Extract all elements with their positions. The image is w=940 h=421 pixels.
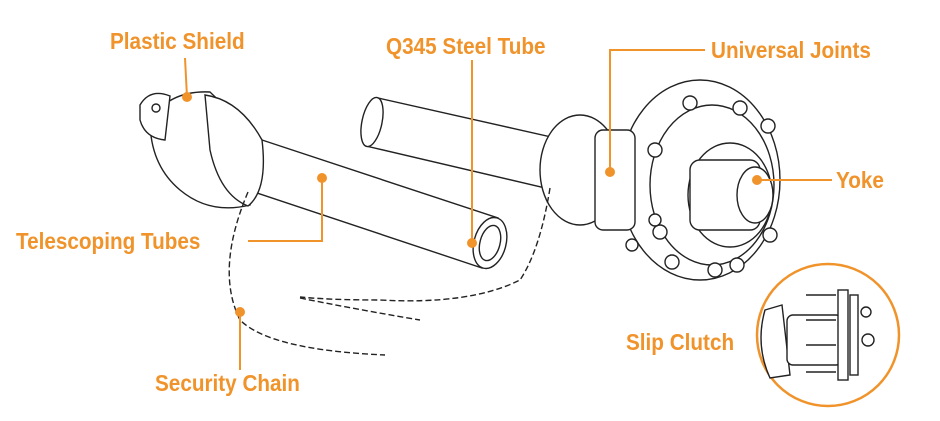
- plastic-shield: [139, 91, 265, 209]
- label-universal-joints: Universal Joints: [711, 37, 871, 63]
- label-yoke: Yoke: [836, 167, 884, 193]
- security-chain-left: [228, 191, 421, 356]
- label-plastic-shield: Plastic Shield: [110, 28, 245, 54]
- label-slip-clutch: Slip Clutch: [626, 329, 735, 355]
- slip-clutch-inset: [755, 262, 901, 408]
- label-security-chain: Security Chain: [155, 370, 300, 396]
- universal-joint-assembly: [539, 79, 781, 281]
- label-telescoping-tubes: Telescoping Tubes: [16, 228, 201, 254]
- label-steel-tube: Q345 Steel Tube: [386, 33, 546, 59]
- security-chain-right: [299, 187, 551, 302]
- leader-lines: [184, 49, 832, 370]
- callout-dots: [182, 92, 762, 317]
